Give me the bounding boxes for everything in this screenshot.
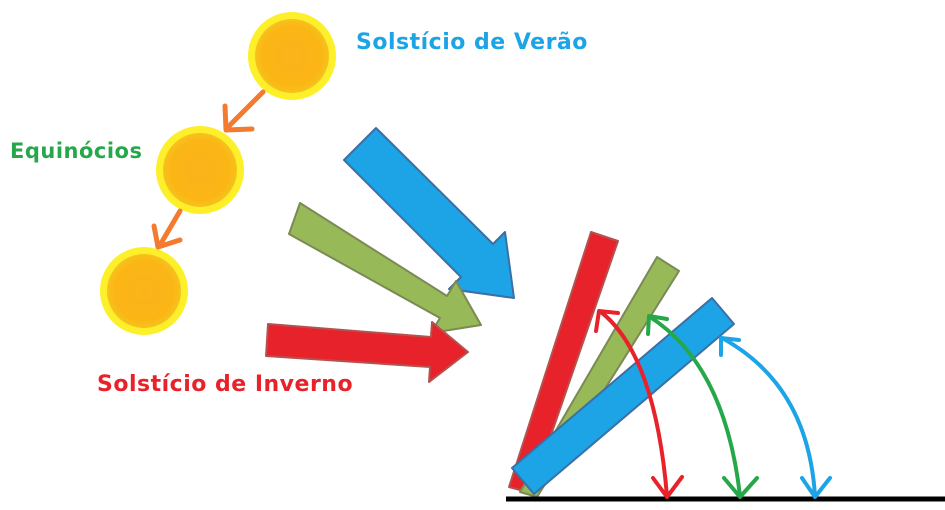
angle-arc-summer (719, 336, 832, 499)
double-headed-curved-arrow-icon (720, 336, 817, 498)
arrow-down-left-icon (222, 103, 255, 133)
sun-summer (248, 12, 336, 100)
double-headed-curved-arrow-icon (648, 315, 742, 498)
sun-equinox (156, 126, 244, 214)
ray-equinox (288, 202, 482, 334)
sun-core (107, 254, 181, 328)
sun-core (255, 19, 329, 93)
label-summer-solstice: Solstício de Verão (356, 30, 588, 55)
arrow-down-left-icon (151, 223, 183, 250)
sun-path-arrow-1 (222, 89, 266, 133)
label-equinoxes: Equinócios (10, 139, 143, 163)
sun-winter (100, 247, 188, 335)
double-headed-curved-arrow-icon (599, 310, 669, 498)
angle-arc-equinox (646, 314, 759, 499)
angle-arc-winter (594, 309, 684, 499)
ray-winter (265, 321, 469, 383)
sun-path-arrow-2 (151, 208, 183, 250)
panel-summer (511, 297, 735, 495)
ray-summer (343, 127, 515, 299)
sun-core (163, 133, 237, 207)
label-winter-solstice: Solstício de Inverno (97, 372, 354, 397)
